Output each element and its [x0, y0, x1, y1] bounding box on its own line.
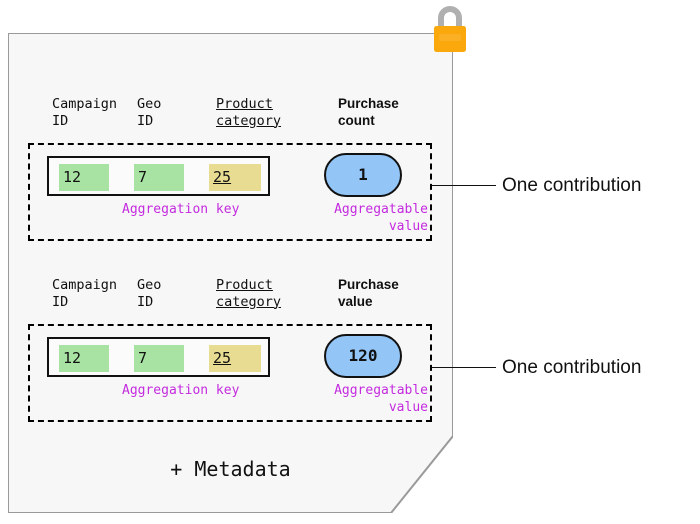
header-product-category: Product category: [216, 96, 282, 129]
key-cell-product-category-1: 25: [209, 164, 261, 191]
key-value-geo-id-1: 7: [138, 168, 148, 186]
encrypted-payload-document: [8, 33, 453, 513]
key-value-geo-id-2: 7: [138, 349, 148, 367]
contribution-row-1: Campaign ID Geo ID Product category Purc…: [28, 96, 432, 241]
column-headers-1: Campaign ID Geo ID Product category Purc…: [28, 96, 432, 143]
key-cell-geo-id-1: 7: [134, 164, 184, 191]
callout-leader-line: [432, 367, 496, 368]
metadata-label: + Metadata: [170, 457, 291, 481]
aggregation-key-box-2: 12 7 25: [47, 337, 270, 377]
aggregatable-value-pill-2: 120: [324, 334, 402, 378]
header-measure: Purchase count: [338, 96, 399, 128]
contribution-boundary-2: 12 7 25 120 Aggregation key Aggregatable…: [28, 324, 432, 422]
header-product-category: Product category: [216, 277, 282, 310]
contribution-row-2: Campaign ID Geo ID Product category Purc…: [28, 277, 432, 422]
key-cell-campaign-id-2: 12: [59, 345, 109, 372]
caption-aggregatable-value-2: Aggregatable value: [334, 383, 428, 415]
key-value-product-category-2: 25: [213, 349, 232, 367]
aggregatable-value-pill-1: 1: [324, 153, 402, 197]
header-geo-id: Geo ID: [137, 96, 162, 129]
callout-label: One contribution: [502, 175, 642, 196]
key-cell-geo-id-2: 7: [134, 345, 184, 372]
header-campaign-id: Campaign ID: [52, 96, 118, 129]
header-geo-id: Geo ID: [137, 277, 162, 310]
key-cell-campaign-id-1: 12: [59, 164, 109, 191]
key-value-campaign-id-2: 12: [63, 349, 82, 367]
caption-aggregation-key-1: Aggregation key: [122, 202, 240, 217]
column-headers-2: Campaign ID Geo ID Product category Purc…: [28, 277, 432, 324]
key-value-product-category-1: 25: [213, 168, 232, 186]
header-measure: Purchase value: [338, 277, 399, 309]
contribution-boundary-1: 12 7 25 1 Aggregation key Aggregatable v…: [28, 143, 432, 241]
key-value-campaign-id-1: 12: [63, 168, 82, 186]
aggregation-key-box-1: 12 7 25: [47, 156, 270, 196]
caption-aggregation-key-2: Aggregation key: [122, 383, 240, 398]
callout-leader-line: [432, 185, 496, 186]
lock-icon: [428, 2, 472, 60]
key-cell-product-category-2: 25: [209, 345, 261, 372]
header-campaign-id: Campaign ID: [52, 277, 118, 310]
caption-aggregatable-value-1: Aggregatable value: [334, 202, 428, 234]
callout-label: One contribution: [502, 357, 642, 378]
